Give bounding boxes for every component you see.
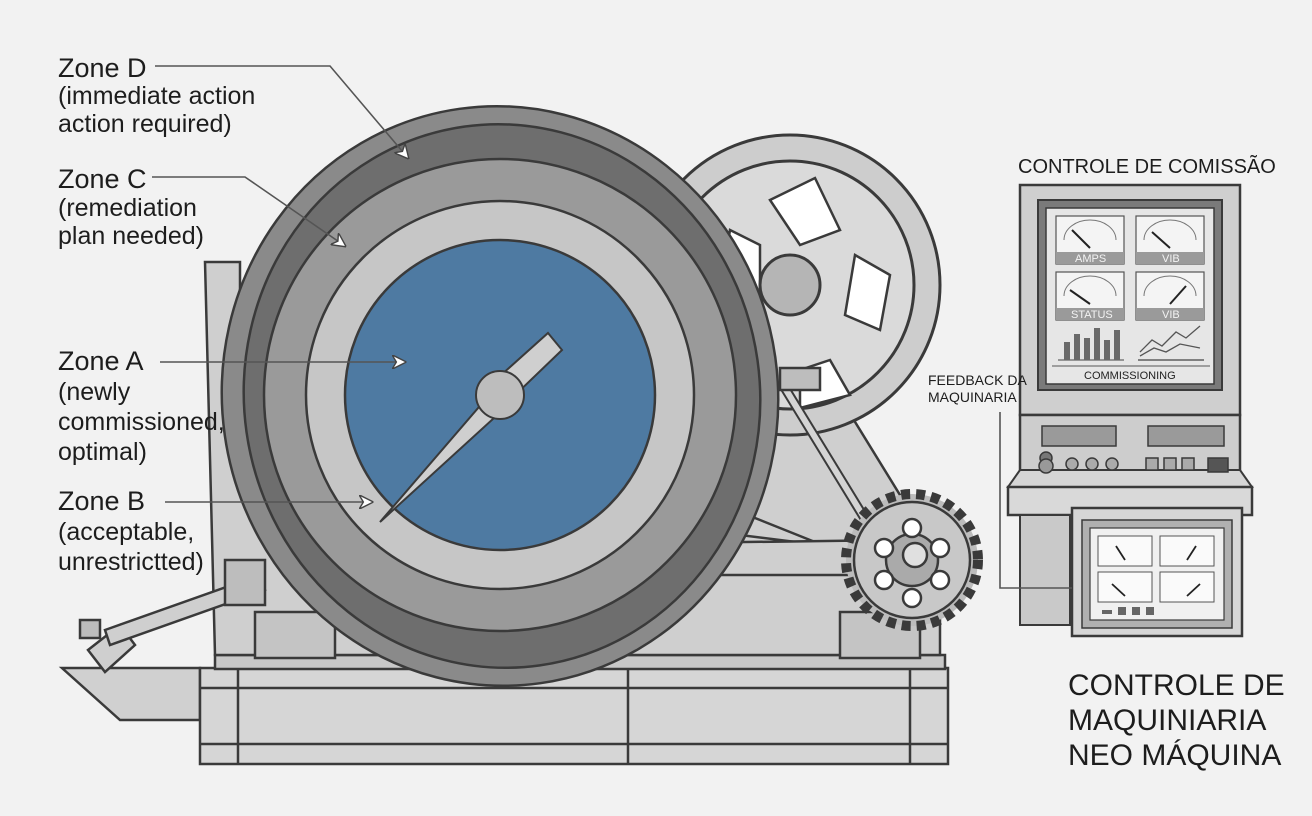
panel-title: CONTROLE DE COMISSÃO bbox=[1018, 154, 1276, 178]
svg-text:commissioned,: commissioned, bbox=[58, 408, 225, 436]
svg-text:action required): action required) bbox=[58, 110, 232, 138]
screen-gauge-status: STATUS bbox=[1055, 271, 1125, 321]
gauge-needle bbox=[379, 331, 564, 523]
svg-text:unrestrictted): unrestrictted) bbox=[58, 548, 204, 576]
svg-text:(remediation: (remediation bbox=[58, 194, 197, 222]
svg-text:Zone D: Zone D bbox=[58, 53, 147, 83]
feedback-label-line2: MAQUINARIA bbox=[928, 389, 1017, 405]
svg-text:plan needed): plan needed) bbox=[58, 222, 204, 250]
zone-c-label: Zone C (remediation plan needed) bbox=[58, 164, 345, 250]
screen-gauge-vib-1: VIB bbox=[1135, 215, 1205, 265]
screen-gauge-amps: AMPS bbox=[1055, 215, 1125, 265]
feedback-line bbox=[999, 412, 1072, 589]
svg-text:Zone B: Zone B bbox=[58, 486, 145, 516]
zone-d-arrow bbox=[155, 65, 408, 158]
feedback-label-line1: FEEDBACK DA bbox=[928, 372, 1027, 388]
zone-d-label: Zone D (immediate action action required… bbox=[58, 53, 408, 158]
svg-text:AMPS: AMPS bbox=[1075, 253, 1106, 265]
machine-control-caption-line1: CONTROLE DE bbox=[1068, 669, 1285, 702]
svg-text:Zone A: Zone A bbox=[58, 346, 144, 376]
machine-control-caption-line3: NEO MÁQUINA bbox=[1068, 739, 1281, 772]
svg-text:(immediate action: (immediate action bbox=[58, 82, 255, 110]
drive-gear bbox=[841, 489, 983, 631]
zone-b-label: Zone B (acceptable, unrestrictted) bbox=[58, 486, 372, 576]
screen-bar-graph bbox=[1058, 328, 1124, 361]
svg-text:optimal): optimal) bbox=[58, 438, 147, 466]
commissioning-control-cabinet: CONTROLE DE COMISSÃO AMPS VIB STATUS bbox=[928, 154, 1285, 772]
screen-gauge-vib-2: VIB bbox=[1135, 271, 1205, 321]
zone-a-label: Zone A (newly commissioned, optimal) bbox=[58, 346, 405, 466]
svg-text:(newly: (newly bbox=[58, 378, 131, 406]
svg-text:STATUS: STATUS bbox=[1071, 309, 1113, 321]
lower-gauges bbox=[1097, 535, 1215, 603]
lower-indicators bbox=[1102, 607, 1154, 615]
lever-arm bbox=[78, 558, 267, 674]
svg-text:Zone C: Zone C bbox=[58, 164, 147, 194]
screen-line-graph bbox=[1138, 325, 1204, 361]
screen-footer: COMMISSIONING bbox=[1084, 370, 1176, 382]
svg-text:VIB: VIB bbox=[1162, 253, 1180, 265]
svg-text:(acceptable,: (acceptable, bbox=[58, 518, 194, 546]
machine-control-caption-line2: MAQUINIARIA bbox=[1068, 704, 1266, 737]
zone-c-arrow bbox=[152, 176, 345, 246]
svg-text:VIB: VIB bbox=[1162, 309, 1180, 321]
console-buttons bbox=[1038, 451, 1229, 474]
